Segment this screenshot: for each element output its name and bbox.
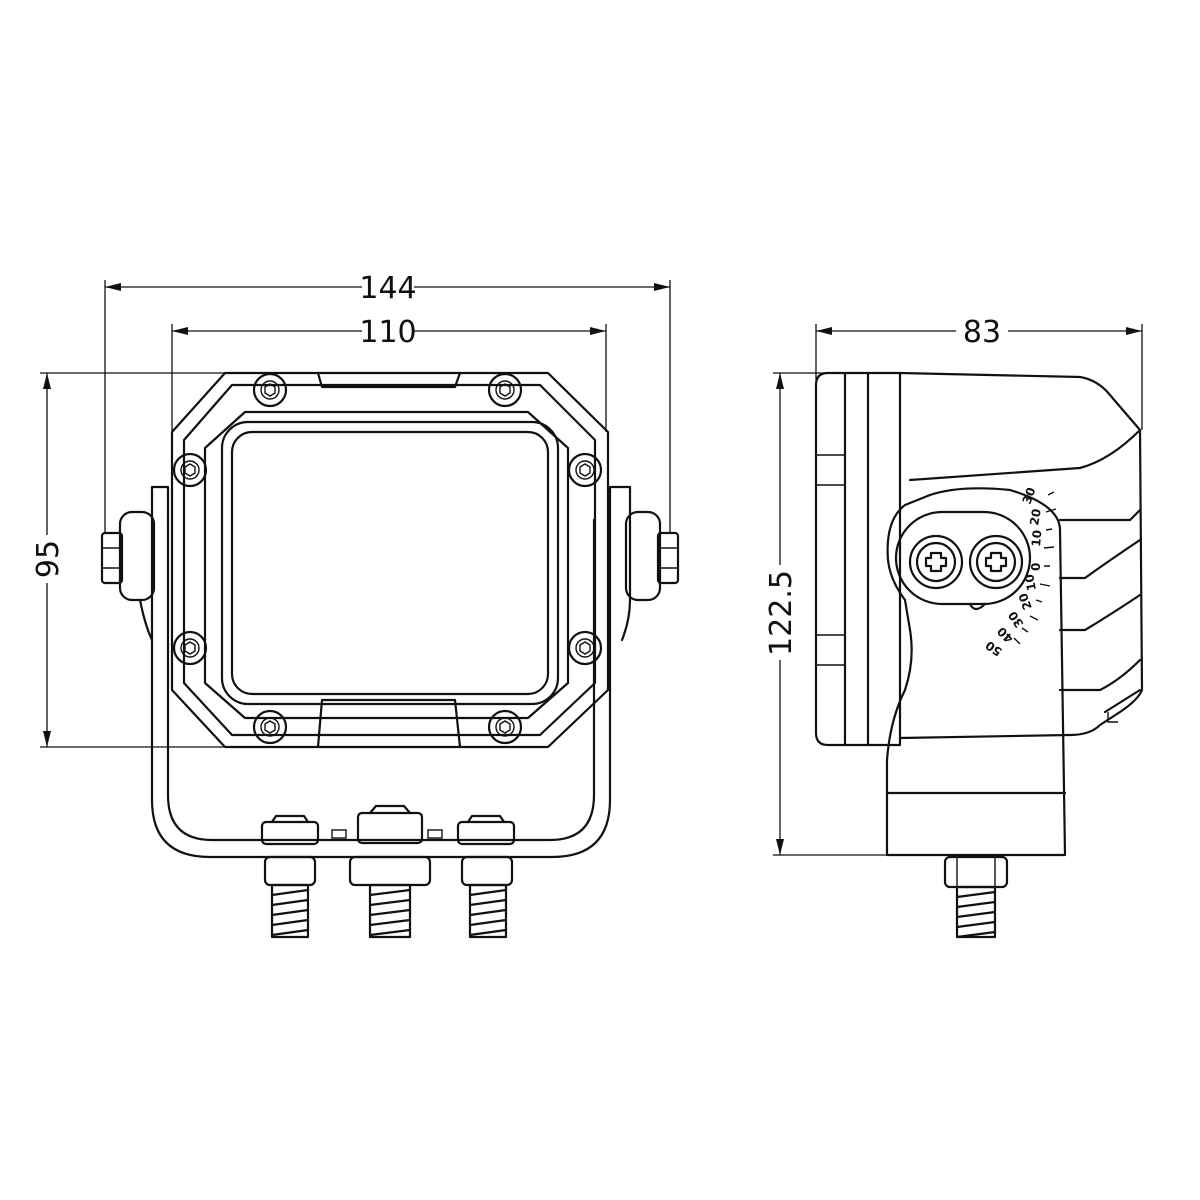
bracket-inner-edge — [166, 518, 596, 842]
side-lens-front — [814, 371, 902, 747]
bottom-tab — [316, 698, 462, 749]
side-bolt-plate — [894, 510, 1032, 606]
dimension-housing-width: 110 — [171, 315, 607, 432]
front-bolts — [172, 372, 603, 745]
dimension-depth: 83 — [815, 315, 1143, 430]
pivot-knob-left — [100, 510, 156, 602]
dimension-label-110: 110 — [359, 315, 416, 350]
bracket-left-arm — [138, 485, 170, 642]
pivot-knob-right — [624, 510, 680, 602]
side-view: 30 20 10 0 10 20 30 40 50 — [814, 371, 1144, 939]
dimension-housing-height: 95 — [31, 372, 225, 748]
front-view — [100, 371, 680, 939]
angle-scale-ticks — [1013, 491, 1057, 645]
lens-outer — [220, 420, 560, 706]
side-mount-arm — [885, 487, 1067, 857]
adjust-bolt-2 — [968, 534, 1024, 590]
angle-lower-20: 20 — [1016, 591, 1035, 611]
angle-zero: 0 — [1029, 563, 1043, 571]
bottom-fasteners — [260, 804, 516, 939]
dimension-label-144: 144 — [359, 271, 416, 306]
top-tab — [316, 371, 462, 389]
dimension-total-height: 122.5 — [764, 372, 887, 856]
housing-outer — [170, 371, 610, 749]
mounting-bracket — [150, 485, 632, 859]
bezel-outer — [203, 410, 570, 720]
side-bottom-stud — [943, 855, 1009, 939]
dimension-label-83: 83 — [963, 315, 1001, 350]
angle-upper-20: 20 — [1027, 508, 1044, 527]
adjust-bolt-1 — [908, 534, 964, 590]
pointer-tab — [968, 602, 987, 611]
cooling-fins — [908, 428, 1142, 714]
dimension-label-95: 95 — [31, 540, 66, 578]
side-body — [898, 371, 1144, 740]
housing-inner — [182, 383, 597, 737]
lens-inner — [230, 430, 550, 696]
angle-lower-10: 10 — [1022, 573, 1039, 592]
angle-upper-10: 10 — [1029, 529, 1044, 547]
dimension-overall-width: 144 — [104, 271, 671, 533]
angle-upper-30: 30 — [1020, 486, 1039, 506]
dimension-label-122-5: 122.5 — [764, 570, 799, 656]
